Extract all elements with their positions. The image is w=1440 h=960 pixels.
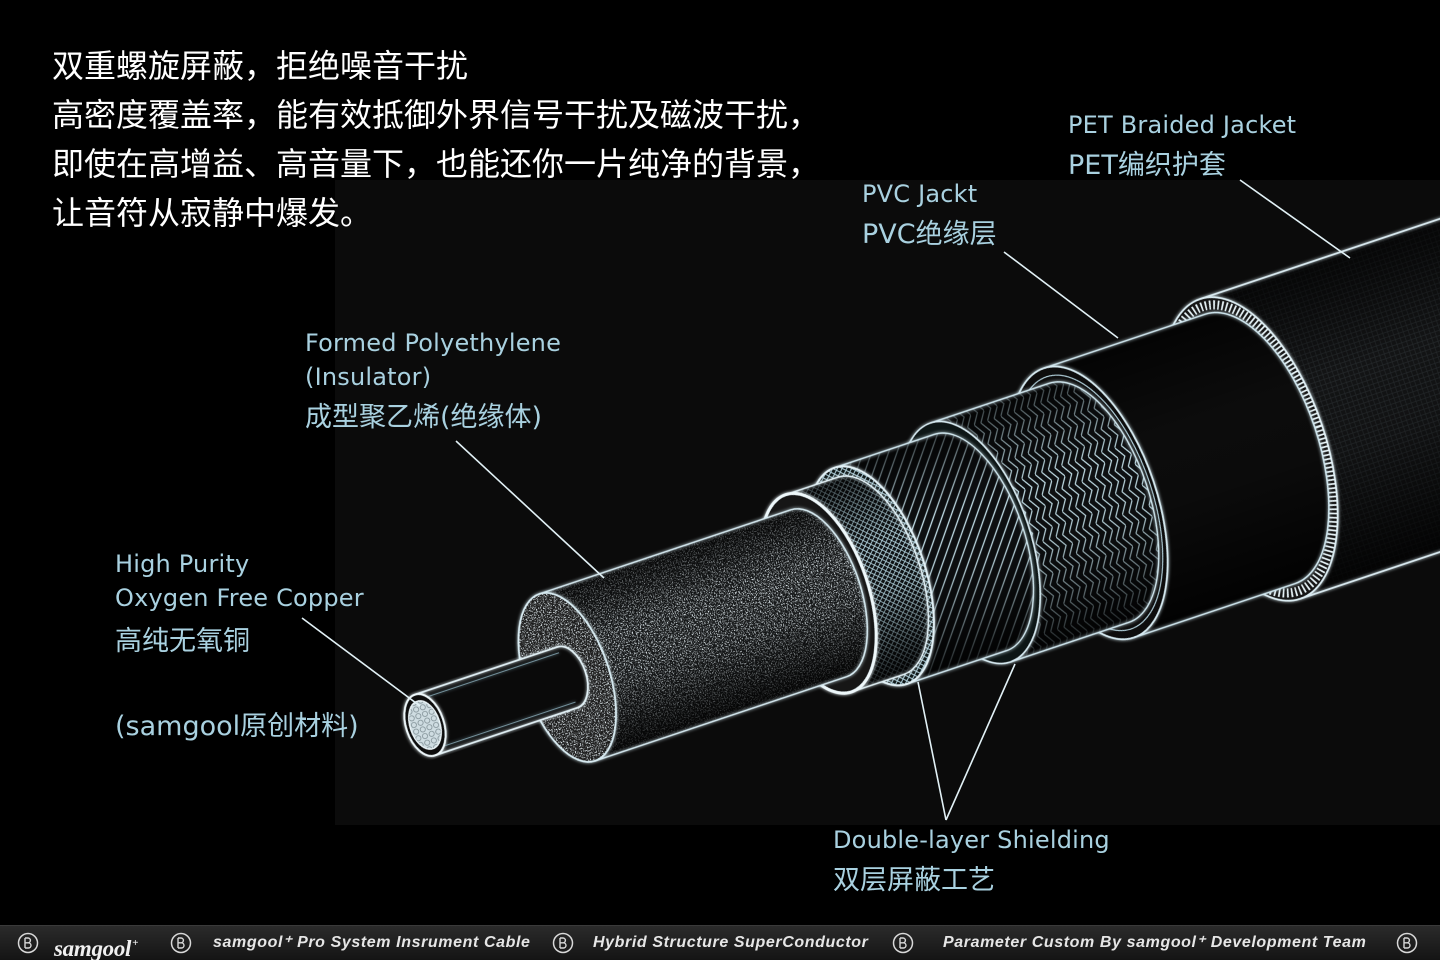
headline-line: 即使在高增益、高音量下，也能还你一片纯净的背景， xyxy=(52,145,821,183)
cable-body xyxy=(403,176,1440,763)
leader-line-pvc xyxy=(1003,251,1119,339)
copper-core xyxy=(403,645,589,757)
leader-lines xyxy=(301,179,1351,821)
label-shielding-zh: 双层屏蔽工艺 xyxy=(833,865,995,896)
label-pvc-zh: PVC绝缘层 xyxy=(862,219,997,250)
foam-insulator xyxy=(517,508,869,763)
headline: 双重螺旋屏蔽，拒绝噪音干扰 高密度覆盖率，能有效抵御外界信号干扰及磁波干扰， 即… xyxy=(52,42,820,238)
brand-emblem-icon xyxy=(170,932,192,954)
footer-item-structure: Hybrid Structure SuperConductor xyxy=(593,934,869,951)
label-pet-zh: PET编织护套 xyxy=(1068,150,1226,181)
label-copper-zh: 高纯无氧铜 xyxy=(115,626,250,657)
label-pet-en: PET Braided Jacket xyxy=(1068,111,1297,139)
footer-item-team: Parameter Custom By samgool⁺ Development… xyxy=(943,934,1367,951)
label-shielding-en: Double-layer Shielding xyxy=(833,826,1110,854)
footer-item-product: samgool⁺ Pro System Insrument Cable xyxy=(213,934,531,951)
leader-line-foam xyxy=(455,440,605,579)
label-copper-en-line1: High Purity xyxy=(115,550,250,578)
label-foam-en-line1: Formed Polyethylene xyxy=(305,329,562,357)
label-copper-note: (samgool原创材料) xyxy=(115,711,359,742)
leader-line-copper xyxy=(301,617,421,707)
label-copper-en-line2: Oxygen Free Copper xyxy=(115,584,364,612)
brand-emblem-icon xyxy=(1396,932,1418,954)
brand-emblem-icon xyxy=(552,932,574,954)
label-foam-zh: 成型聚乙烯(绝缘体) xyxy=(305,402,543,433)
leader-line-pet xyxy=(1239,179,1351,259)
headline-line: 高密度覆盖率，能有效抵御外界信号干扰及磁波干扰， xyxy=(52,96,821,134)
brand-emblem-icon xyxy=(17,932,39,954)
footer-bar: samgool+ samgool⁺ Pro System Insrument C… xyxy=(0,925,1440,960)
brand-logo-mark: + xyxy=(132,937,139,949)
brand-logo-text: samgool xyxy=(54,936,132,960)
headline-line: 双重螺旋屏蔽，拒绝噪音干扰 xyxy=(52,47,469,85)
brand-emblem-icon xyxy=(892,932,914,954)
brand-logo: samgool+ xyxy=(54,929,138,960)
label-pvc-en: PVC Jackt xyxy=(862,180,978,208)
label-foam-en-line2: (Insulator) xyxy=(305,363,432,391)
leader-line-shield-2 xyxy=(945,663,1016,821)
leader-line-shield-1 xyxy=(917,681,947,821)
headline-line: 让音符从寂静中爆发。 xyxy=(52,194,373,232)
